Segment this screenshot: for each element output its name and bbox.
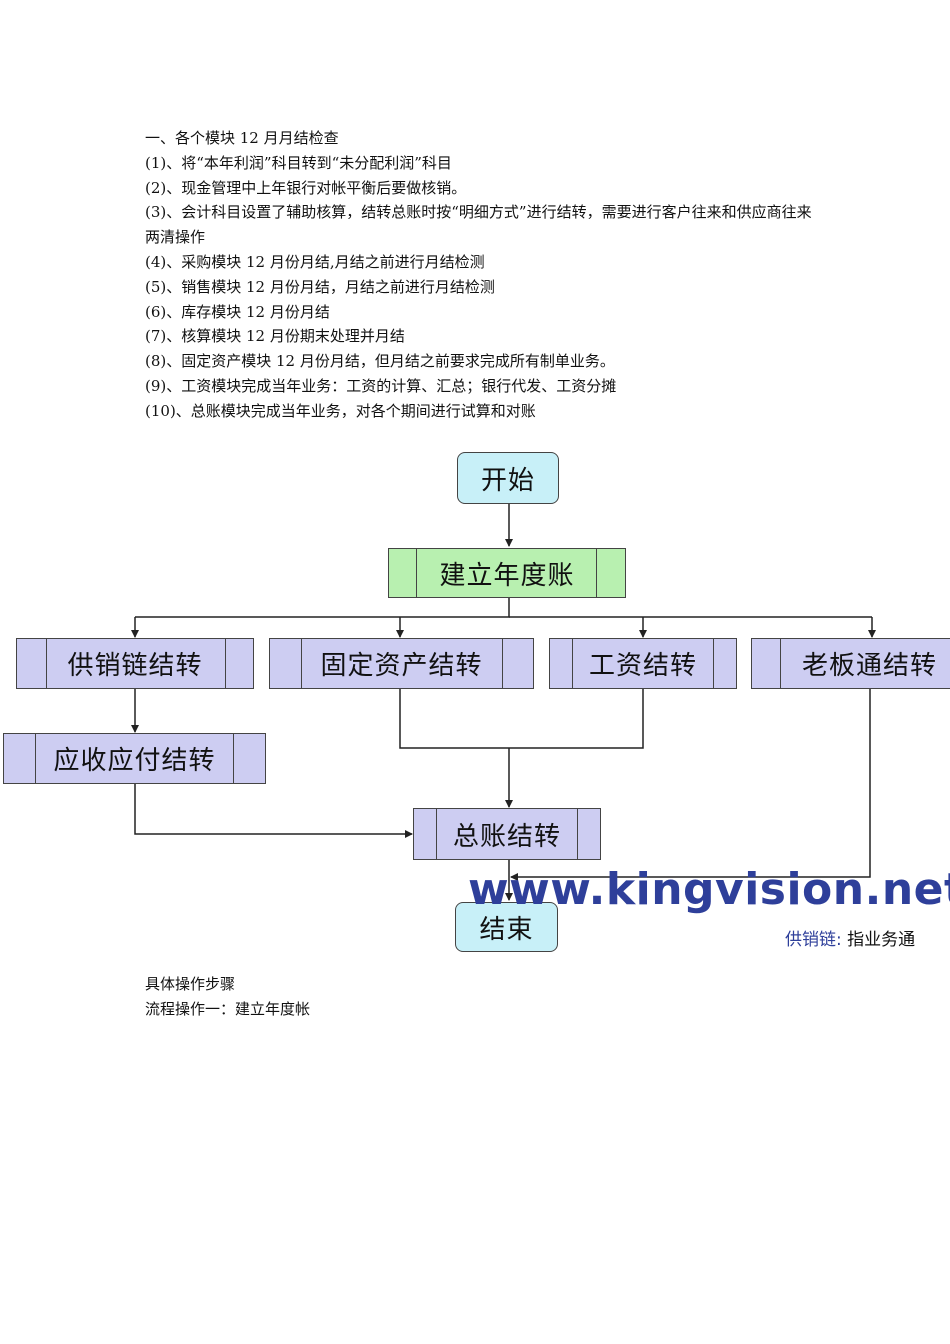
end-node: 结束 <box>455 902 558 952</box>
steps-heading: 具体操作步骤 <box>145 975 236 993</box>
operation-steps: 具体操作步骤 流程操作一：建立年度帐 <box>145 972 310 1022</box>
checklist-item-8: (8)、固定资产模块 12 月份月结，但月结之前要求完成所有制单业务。 <box>145 352 615 371</box>
supply-chain-node: 供销链结转 <box>16 638 254 689</box>
ar-ap-node: 应收应付结转 <box>3 733 266 784</box>
merge-fixed-salary <box>399 689 644 749</box>
year-account-node: 建立年度账 <box>388 548 626 598</box>
checklist-item-5: (5)、销售模块 12 月份月结，月结之前进行月结检测 <box>145 277 495 296</box>
checklist-item-6: (6)、库存模块 12 月份月结 <box>145 302 330 321</box>
year-end-flowchart: 开始 建立年度账 供销链结转 固定资产结转 工资结转 老板通结转 应收应付结转 … <box>0 440 950 960</box>
checklist-item-2: (2)、现金管理中上年银行对帐平衡后要做核销。 <box>145 178 467 197</box>
arrow-ar-ap-to-ledger <box>134 784 413 838</box>
checklist-item-1: (1)、将“本年利润”科目转到“未分配利润”科目 <box>145 153 452 172</box>
process-one-heading: 流程操作一：建立年度帐 <box>145 999 311 1018</box>
start-node: 开始 <box>457 452 559 504</box>
checklist-item-10: (10)、总账模块完成当年业务，对各个期间进行试算和对账 <box>145 401 536 420</box>
checklist-item-4: (4)、采购模块 12 月份月结,月结之前进行月结检测 <box>145 252 485 271</box>
module-checklist: 一、各个模块 12 月月结检查 (1)、将“本年利润”科目转到“未分配利润”科目… <box>145 126 825 424</box>
checklist-item-9: (9)、工资模块完成当年业务：工资的计算、汇总；银行代发、工资分摊 <box>145 376 617 395</box>
watermark-text: www.kingvision.net <box>468 864 950 915</box>
checklist-item-7: (7)、核算模块 12 月份期末处理并月结 <box>145 327 405 346</box>
checklist-heading: 一、各个模块 12 月月结检查 <box>145 129 339 147</box>
flowchart-connectors <box>131 504 876 901</box>
branch-bus <box>135 598 510 618</box>
general-ledger-node: 总账结转 <box>413 808 601 860</box>
checklist-item-3: (3)、会计科目设置了辅助核算，结转总账时按“明细方式”进行结转，需要进行客户往… <box>145 203 812 247</box>
arrow-boss-to-end <box>510 689 871 881</box>
boss-node: 老板通结转 <box>751 638 950 689</box>
salary-node: 工资结转 <box>549 638 737 689</box>
flowchart-caption: 供销链: 指业务通 <box>785 930 916 950</box>
fixed-assets-node: 固定资产结转 <box>269 638 534 689</box>
